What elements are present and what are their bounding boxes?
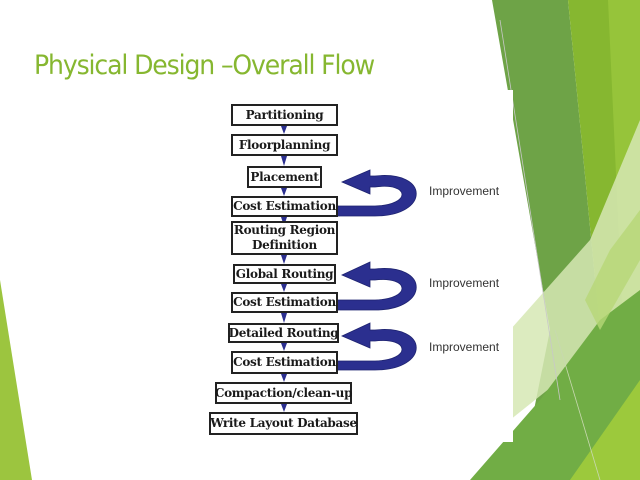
down-arrow-icon bbox=[281, 126, 287, 134]
step-cost-estimation-2: Cost Estimation bbox=[231, 292, 338, 313]
improvement-label-2: Improvement bbox=[429, 276, 500, 290]
down-arrow-icon bbox=[281, 284, 287, 292]
curved-arrow-icon bbox=[335, 261, 417, 311]
down-connectors bbox=[281, 126, 287, 412]
facet-thin-line-2 bbox=[554, 329, 601, 480]
curved-arrow-icon bbox=[335, 322, 417, 371]
step-compaction-cleanup: Compaction/clean-up bbox=[215, 382, 352, 404]
flow-arrows bbox=[281, 126, 417, 412]
flow-diagram: Partitioning Floorplanning Placement Cos… bbox=[200, 90, 513, 442]
step-floorplanning: Floorplanning bbox=[231, 134, 338, 156]
improvement-loop-3 bbox=[335, 322, 417, 371]
improvement-loop-2 bbox=[335, 261, 417, 311]
step-global-routing: Global Routing bbox=[233, 264, 336, 284]
down-arrow-icon bbox=[281, 374, 287, 382]
improvement-label-3: Improvement bbox=[429, 340, 500, 354]
facet-light-strip bbox=[585, 210, 640, 330]
step-placement: Placement bbox=[247, 166, 322, 188]
improvement-loop-1 bbox=[335, 169, 417, 217]
facet-light-overlay bbox=[510, 120, 640, 420]
left-green-sliver bbox=[0, 280, 32, 480]
down-arrow-icon bbox=[281, 343, 287, 351]
step-write-layout-database: Write Layout Database bbox=[209, 412, 358, 435]
step-partitioning: Partitioning bbox=[231, 104, 338, 126]
step-cost-estimation-3: Cost Estimation bbox=[231, 351, 338, 374]
step-cost-estimation-1: Cost Estimation bbox=[231, 196, 338, 217]
step-detailed-routing: Detailed Routing bbox=[228, 323, 339, 343]
facet-thin-line bbox=[499, 19, 561, 401]
down-arrow-icon bbox=[281, 156, 287, 166]
improvement-label-1: Improvement bbox=[429, 184, 500, 198]
down-arrow-icon bbox=[281, 188, 287, 196]
down-arrow-icon bbox=[281, 313, 287, 323]
facet-lime-lower bbox=[570, 380, 640, 480]
curved-arrow-icon bbox=[335, 169, 417, 217]
slide-title: Physical Design –Overall Flow bbox=[34, 50, 375, 81]
down-arrow-icon bbox=[281, 255, 287, 264]
down-arrow-icon bbox=[281, 404, 287, 412]
